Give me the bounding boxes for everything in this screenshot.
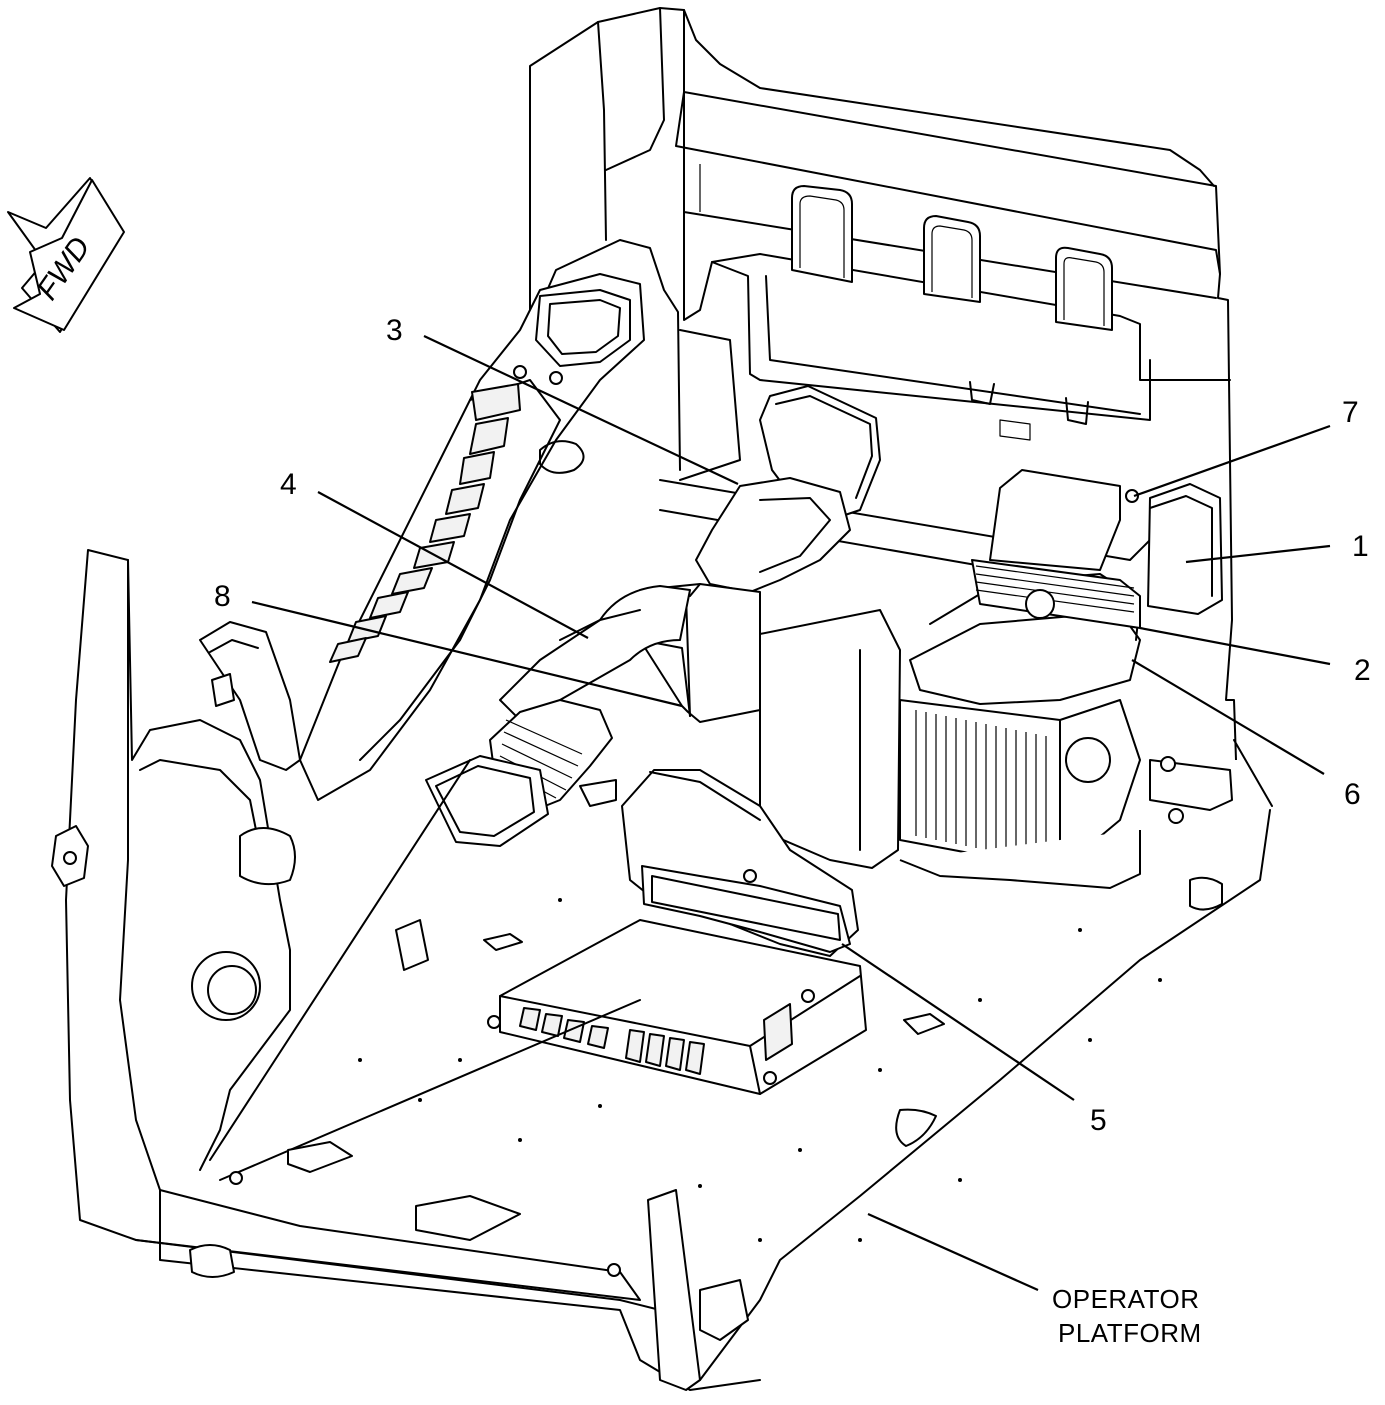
- leader-5: [841, 943, 1075, 1101]
- left-console: [299, 273, 645, 801]
- floor-box: [499, 919, 867, 1095]
- callout-7: 7: [1342, 396, 1359, 429]
- callout-4: 4: [280, 468, 297, 501]
- duct-4: [425, 585, 691, 847]
- leader-8: [251, 600, 683, 708]
- callout-2: 2: [1354, 654, 1371, 687]
- platform-label-line2: PLATFORM: [1058, 1318, 1202, 1348]
- leader-1: [1185, 544, 1331, 564]
- leader-3: [423, 335, 739, 485]
- callout-8: 8: [214, 580, 231, 613]
- callout-1: 1: [1352, 530, 1369, 563]
- callout-labels: 1 2 3 4 5 6 7 8 OPERATOR PLATFORM: [214, 314, 1371, 1348]
- leader-6: [1131, 659, 1325, 775]
- duct-5: [621, 769, 859, 957]
- leader-7: [1133, 424, 1331, 498]
- callout-6: 6: [1344, 778, 1361, 811]
- callout-5: 5: [1090, 1104, 1107, 1137]
- callout-3: 3: [386, 314, 403, 347]
- platform-label-line1: OPERATOR: [1052, 1284, 1200, 1314]
- fwd-arrow-icon: FWD: [7, 177, 125, 333]
- leader-4: [317, 491, 589, 639]
- leader-platform: [867, 1212, 1039, 1292]
- leader-2: [1139, 626, 1331, 666]
- operator-platform: [135, 739, 1273, 1391]
- leader-lines: [251, 335, 1331, 1292]
